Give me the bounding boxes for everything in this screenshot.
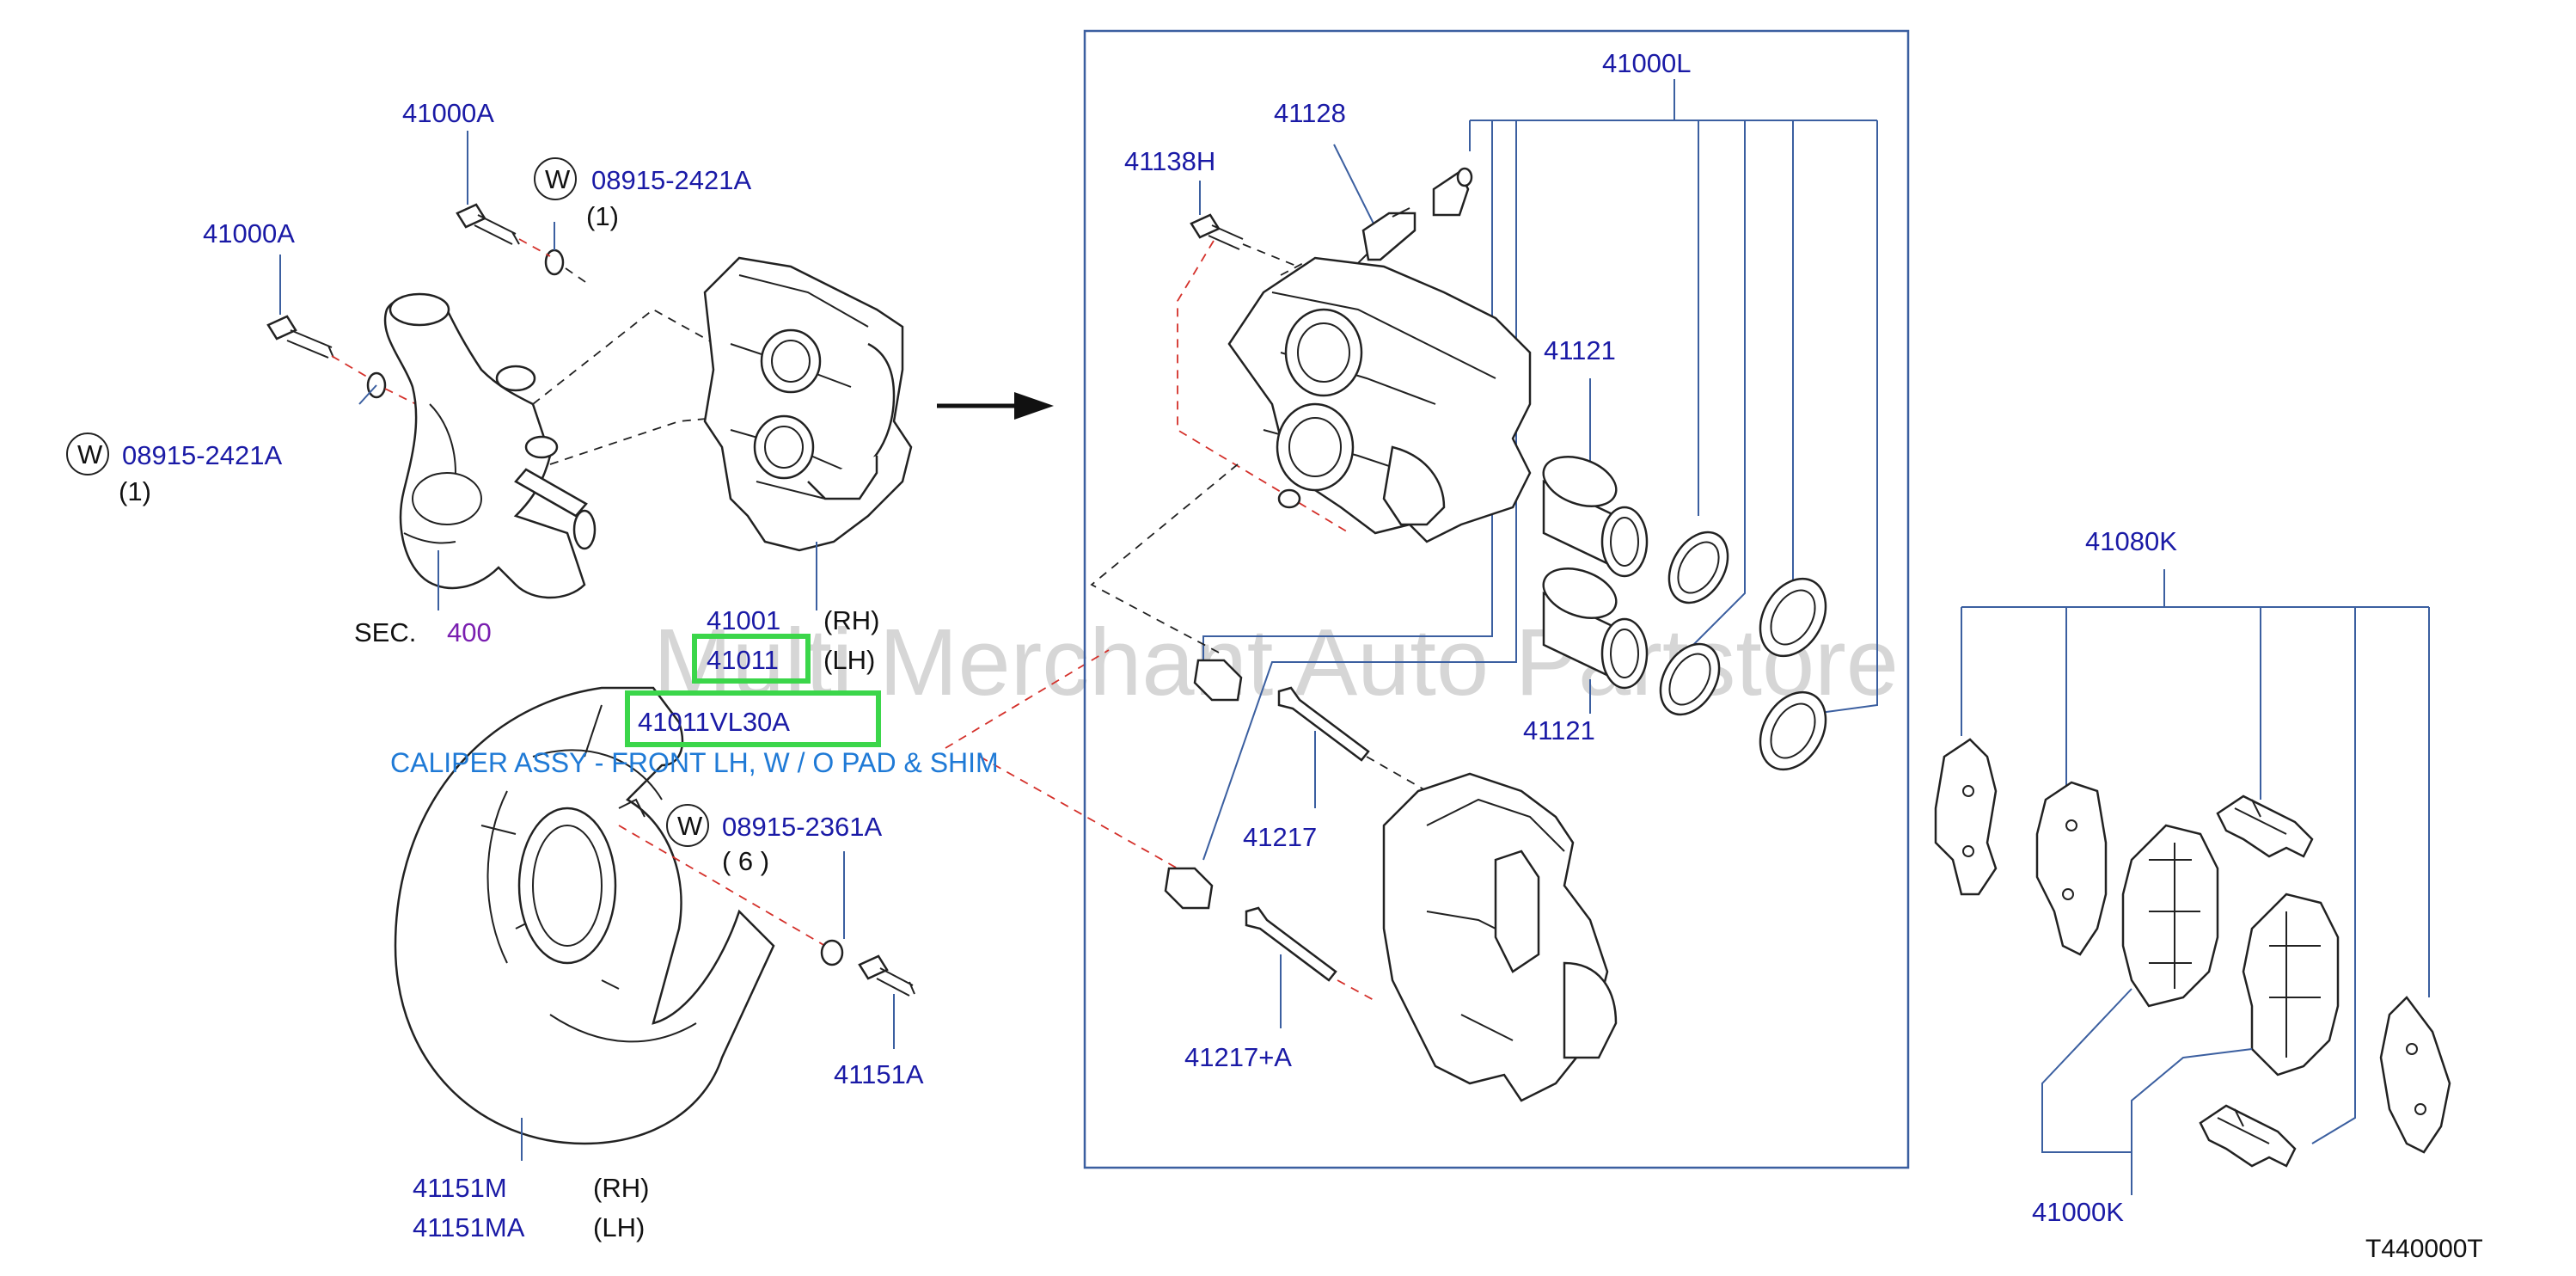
label-pin[interactable]: 41217 (1243, 822, 1317, 852)
label-caliper-lh[interactable]: 41011 (707, 645, 779, 675)
label-sec-number[interactable]: 400 (447, 617, 492, 647)
label-bolt-upper[interactable]: 41000A (402, 98, 494, 128)
pad-shim-inner-icon (2035, 781, 2108, 956)
pin-boot-upper-icon (1193, 659, 1243, 702)
labels-left: 41000A W 08915-2421A (1) 41000A W 08915-… (66, 98, 999, 1242)
label-washer-left[interactable]: 08915-2421A (122, 440, 282, 470)
diagram-reference: T440000T (2365, 1235, 2483, 1263)
washer-symbol-shield-icon: W (666, 804, 709, 847)
piston-lower-icon (1542, 567, 1649, 690)
pin-boot-lower-icon (1164, 867, 1214, 910)
highlight-box-41011 (692, 634, 811, 684)
dust-boot-lower-icon (1759, 690, 1827, 771)
pad-clip-upper-icon (2216, 794, 2314, 858)
dust-shield-icon (394, 686, 775, 1145)
pad-clip-lower-icon (2199, 1104, 2297, 1168)
bolt-left-icon (266, 315, 334, 359)
pad-shim-left-icon (1934, 738, 1998, 896)
caliper-bracket-icon (1382, 772, 1618, 1102)
piston-seal-lower-icon (1659, 642, 1721, 716)
labels-exploded: 41000L 41128 41138H 41121 41121 41217 41… (1124, 48, 1691, 1072)
label-caliper-kit[interactable]: 41000L (1602, 48, 1691, 78)
label-washer-shield-qty: ( 6 ) (722, 846, 769, 876)
washer-shield-icon (820, 939, 844, 966)
pin-lower-icon (1245, 906, 1337, 982)
washer-symbol-left-icon: W (66, 432, 109, 475)
caliper-body-icon (1227, 256, 1532, 543)
bleeder-cap-icon (1432, 167, 1473, 217)
svg-text:W: W (77, 439, 103, 469)
label-shield-bolt[interactable]: 41151A (834, 1059, 924, 1089)
labels-pads: 41080K 41000K T440000T (2032, 526, 2483, 1263)
bolt-shield-icon (858, 954, 915, 997)
label-bolt-left[interactable]: 41000A (203, 218, 295, 248)
bleeder-screw-icon (1357, 207, 1416, 264)
label-washer-upper-qty: (1) (586, 201, 619, 231)
pin-upper-icon (1277, 686, 1370, 762)
steering-knuckle-icon (383, 292, 597, 599)
label-shield-lh[interactable]: 41151MA (413, 1212, 525, 1242)
label-washer-shield[interactable]: 08915-2361A (722, 812, 882, 842)
label-washer-upper[interactable]: 08915-2421A (591, 165, 751, 195)
pad-shim-right-icon (2379, 996, 2451, 1154)
label-piston-lower[interactable]: 41121 (1523, 715, 1595, 745)
label-description: CALIPER ASSY - FRONT LH, W / O PAD & SHI… (390, 747, 999, 778)
caliper-assembly-left-icon (703, 256, 913, 552)
piston-seal-upper-icon (1667, 531, 1729, 604)
label-caliper-bolt[interactable]: 41138H (1124, 146, 1215, 176)
label-caliper-rh[interactable]: 41001 (707, 605, 780, 635)
caliper-bolt-icon (1190, 213, 1244, 250)
label-caliper-rh-side: (RH) (823, 605, 879, 635)
svg-text:W: W (677, 811, 703, 841)
brake-pad-inner-icon (2121, 824, 2219, 1008)
brake-pad-outer-icon (2242, 893, 2340, 1077)
label-caliper-lh-side: (LH) (823, 645, 875, 675)
label-pad-set[interactable]: 41000K (2032, 1197, 2124, 1227)
label-washer-left-qty: (1) (119, 476, 151, 506)
exploded-view-frame (1083, 29, 1910, 1169)
arrow-right-icon (937, 392, 1054, 420)
steering-knuckle-group (266, 131, 716, 610)
piston-upper-icon (1542, 456, 1649, 578)
bolt-upper-icon (456, 203, 520, 245)
svg-text:W: W (545, 164, 571, 194)
dust-boot-upper-icon (1759, 577, 1827, 658)
label-piston-upper[interactable]: 41121 (1544, 335, 1616, 365)
washer-upper-icon (544, 248, 565, 276)
label-shield-rh-side: (RH) (593, 1173, 649, 1203)
label-shield-lh-side: (LH) (593, 1212, 645, 1242)
label-highlight-part[interactable]: 41011VL30A (638, 707, 790, 737)
label-pin-a[interactable]: 41217+A (1184, 1042, 1292, 1072)
highlight-box-41011VL30A (625, 690, 881, 747)
washer-symbol-upper-icon: W (534, 157, 577, 200)
label-bleeder[interactable]: 41128 (1274, 98, 1346, 128)
label-pad-kit[interactable]: 41080K (2085, 526, 2177, 556)
label-shield-rh[interactable]: 41151M (413, 1173, 507, 1203)
label-sec-prefix: SEC. (354, 617, 416, 647)
